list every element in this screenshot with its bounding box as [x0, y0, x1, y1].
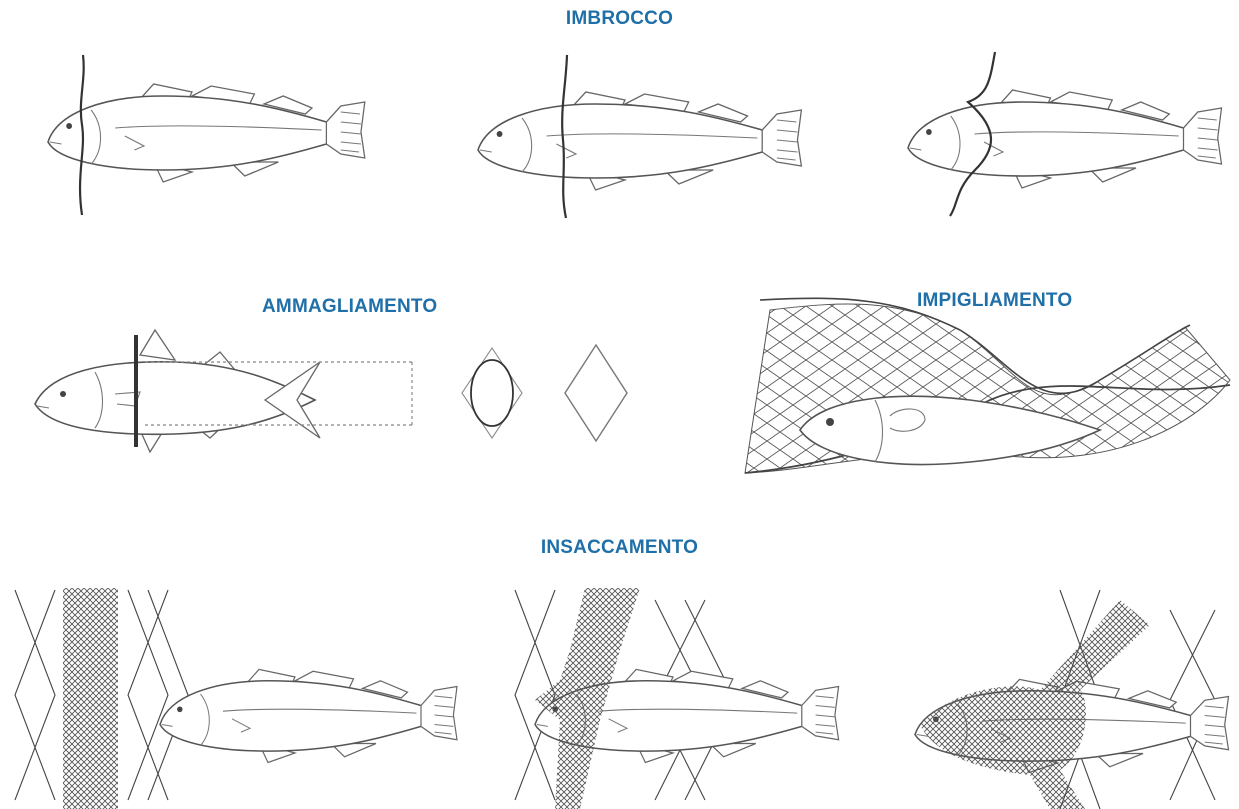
mesh-diamond-with-ellipse	[462, 348, 522, 438]
mesh-diamond	[565, 345, 627, 441]
imbrocco-fish-1	[48, 84, 365, 182]
insaccamento-scene-2	[515, 588, 839, 809]
ammagliamento-fish	[35, 330, 320, 452]
imbrocco-fish-2	[478, 92, 801, 190]
insaccamento-scene-3	[915, 590, 1229, 809]
insaccamento-scene-1	[15, 588, 457, 809]
imbrocco-fish-3	[908, 90, 1222, 188]
